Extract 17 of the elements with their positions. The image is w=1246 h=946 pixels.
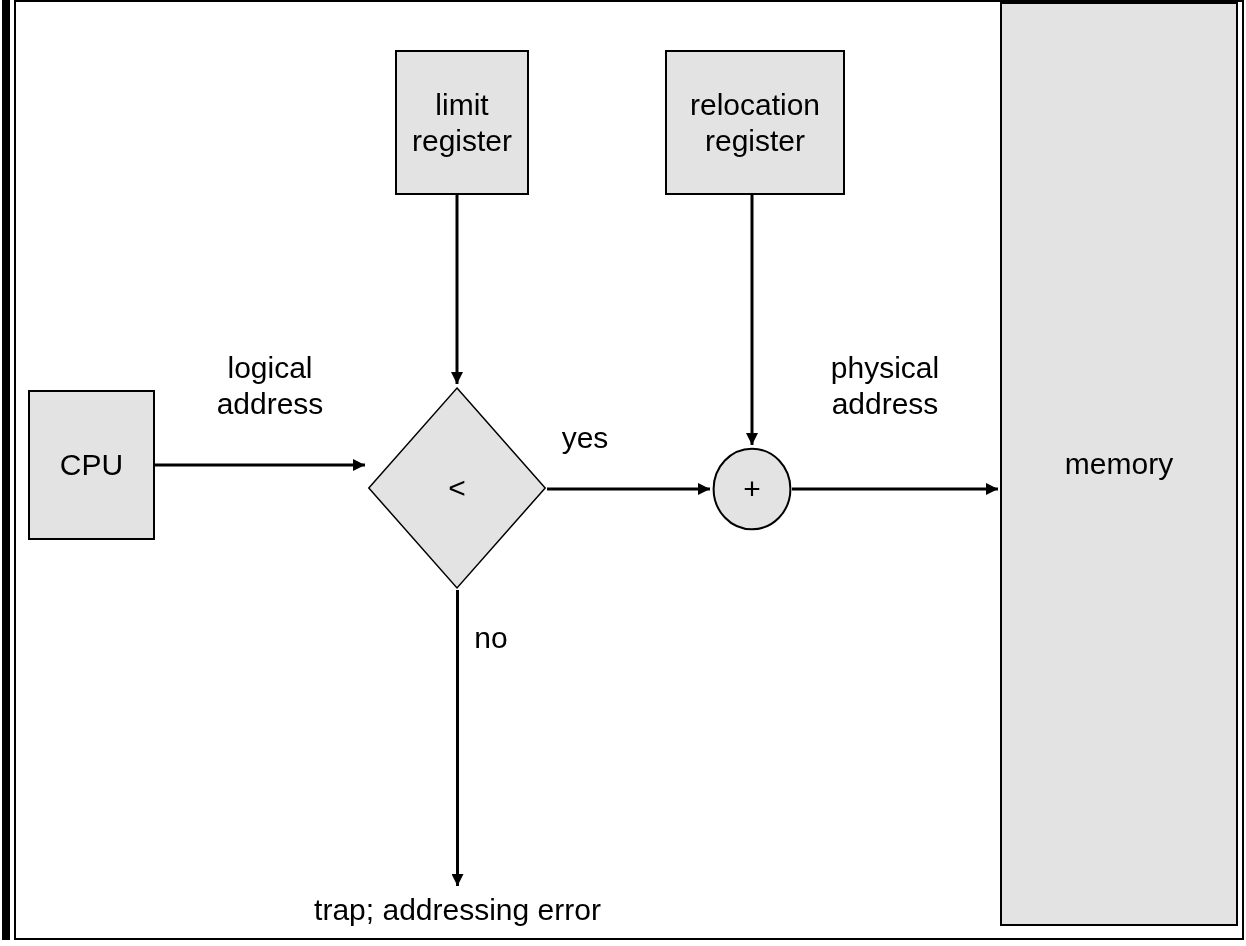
register-box: CPU bbox=[28, 390, 155, 540]
edge-label: yes bbox=[560, 420, 610, 456]
register-box: limit register bbox=[395, 50, 529, 195]
outcome-text: trap; addressing error bbox=[310, 888, 605, 932]
arrow bbox=[155, 459, 365, 471]
arrow bbox=[451, 590, 464, 886]
edge-label: logical address bbox=[215, 350, 325, 422]
decision-diamond: < bbox=[367, 386, 547, 590]
adder-circle: + bbox=[712, 447, 792, 531]
edge-label: physical address bbox=[829, 350, 941, 422]
arrow bbox=[547, 483, 710, 495]
register-box: memory bbox=[1000, 2, 1238, 926]
register-box: relocation register bbox=[665, 50, 845, 195]
arrow bbox=[451, 195, 463, 384]
edge-label: no bbox=[473, 620, 509, 656]
arrow bbox=[746, 195, 758, 445]
arrow bbox=[792, 483, 998, 495]
